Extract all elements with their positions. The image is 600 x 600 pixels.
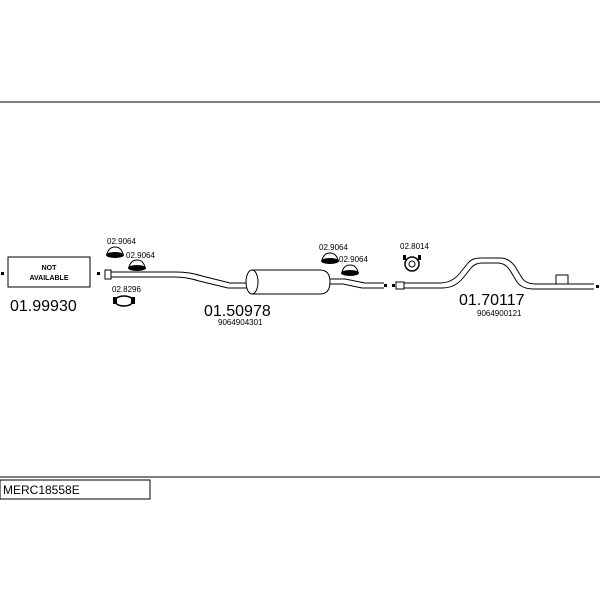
kit-code-box: MERC18558E — [0, 479, 151, 500]
accessory-code: 02.9064 — [319, 243, 348, 252]
accessory-code: 02.8296 — [112, 285, 141, 294]
pipe-flange — [104, 269, 112, 280]
kit-code: MERC18558E — [3, 483, 80, 497]
kit-code-frame — [0, 479, 151, 500]
rubber-hanger-icon — [321, 252, 339, 264]
front-pipe-lower — [111, 276, 250, 289]
accessory-code: 02.9064 — [107, 237, 136, 246]
part-number: 01.50978 — [204, 303, 271, 320]
not-available-line1: NOT — [42, 265, 58, 272]
part-reference: 9064900121 — [477, 309, 522, 318]
rubber-hanger-icon — [106, 246, 124, 258]
muffler-outlet-pipe-lower — [330, 283, 384, 289]
front-pipe — [111, 271, 250, 284]
mid-accessories: 02.9064 02.9064 02.8014 — [319, 242, 429, 276]
connector-mark — [97, 272, 100, 275]
part-reference: 9064904301 — [218, 318, 263, 327]
not-available-box — [7, 256, 91, 288]
clamp-icon — [403, 255, 421, 272]
rubber-hanger-icon — [128, 259, 146, 271]
muffler-outlet-pipe — [330, 278, 384, 284]
rubber-hanger-icon — [341, 264, 359, 276]
accessory-code: 02.8014 — [400, 242, 429, 251]
muffler-end — [245, 269, 259, 295]
part-01-99930: NOT AVAILABLE 01.99930 — [1, 256, 100, 315]
pipe-flange — [395, 281, 405, 290]
connector-left-mark — [1, 272, 4, 275]
connector-mark — [384, 284, 387, 287]
tail-pipe-tip — [555, 274, 569, 285]
part-01-70117: 01.70117 9064900121 — [392, 257, 599, 318]
not-available-line2: AVAILABLE — [29, 275, 68, 282]
part-number: 01.99930 — [10, 298, 77, 315]
accessory-code: 02.9064 — [339, 255, 368, 264]
part-01-50978: 01.50978 9064904301 — [104, 269, 387, 327]
muffler-body — [251, 269, 331, 295]
clamp-icon — [113, 295, 135, 307]
part-number: 01.70117 — [459, 292, 525, 309]
connector-mark — [392, 284, 395, 287]
rear-pipe — [404, 257, 594, 285]
connector-mark — [596, 285, 599, 288]
front-accessories: 02.9064 02.9064 02.8296 — [106, 237, 155, 307]
accessory-code: 02.9064 — [126, 251, 155, 260]
rear-pipe-lower — [404, 262, 594, 290]
